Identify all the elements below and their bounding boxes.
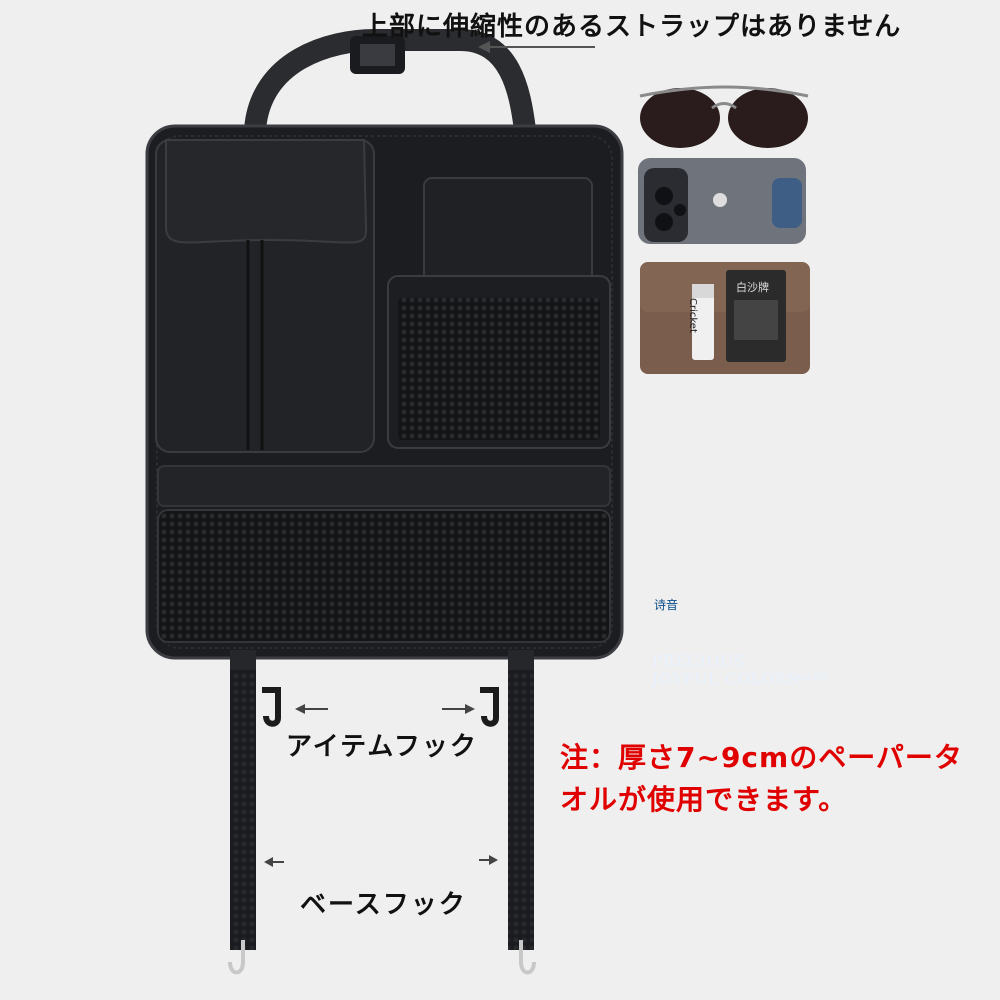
hook-arrows bbox=[264, 704, 498, 867]
hook-straps bbox=[228, 650, 536, 975]
top-strap bbox=[244, 29, 536, 132]
case-text-line2: JOYFUL COLORS bbox=[652, 670, 799, 688]
paper-towel-note-line1: 注：厚さ7~9cmのペーパータ bbox=[560, 741, 963, 774]
base-hook-label: ベースフック bbox=[300, 890, 467, 920]
item-hook-label: アイテムフック bbox=[286, 732, 478, 762]
seat-organizer bbox=[145, 124, 624, 660]
paper-towel-note-line2: オルが使用できます。 bbox=[560, 783, 848, 816]
sunglasses-image bbox=[639, 85, 809, 148]
strap-note-caption: 上部に伸縮性のあるストラップはありません bbox=[362, 12, 902, 42]
phone-image bbox=[638, 158, 806, 244]
case-text-line1: PRECIOUS bbox=[652, 652, 745, 670]
wallet-image bbox=[640, 262, 810, 374]
case-series-label: 420 系列 bbox=[795, 673, 829, 682]
lighter-brand: Cricket bbox=[687, 298, 698, 333]
case-badge: 诗音 bbox=[654, 598, 679, 612]
strap-arrow bbox=[478, 41, 595, 53]
card-brand: 白沙牌 bbox=[736, 281, 769, 294]
